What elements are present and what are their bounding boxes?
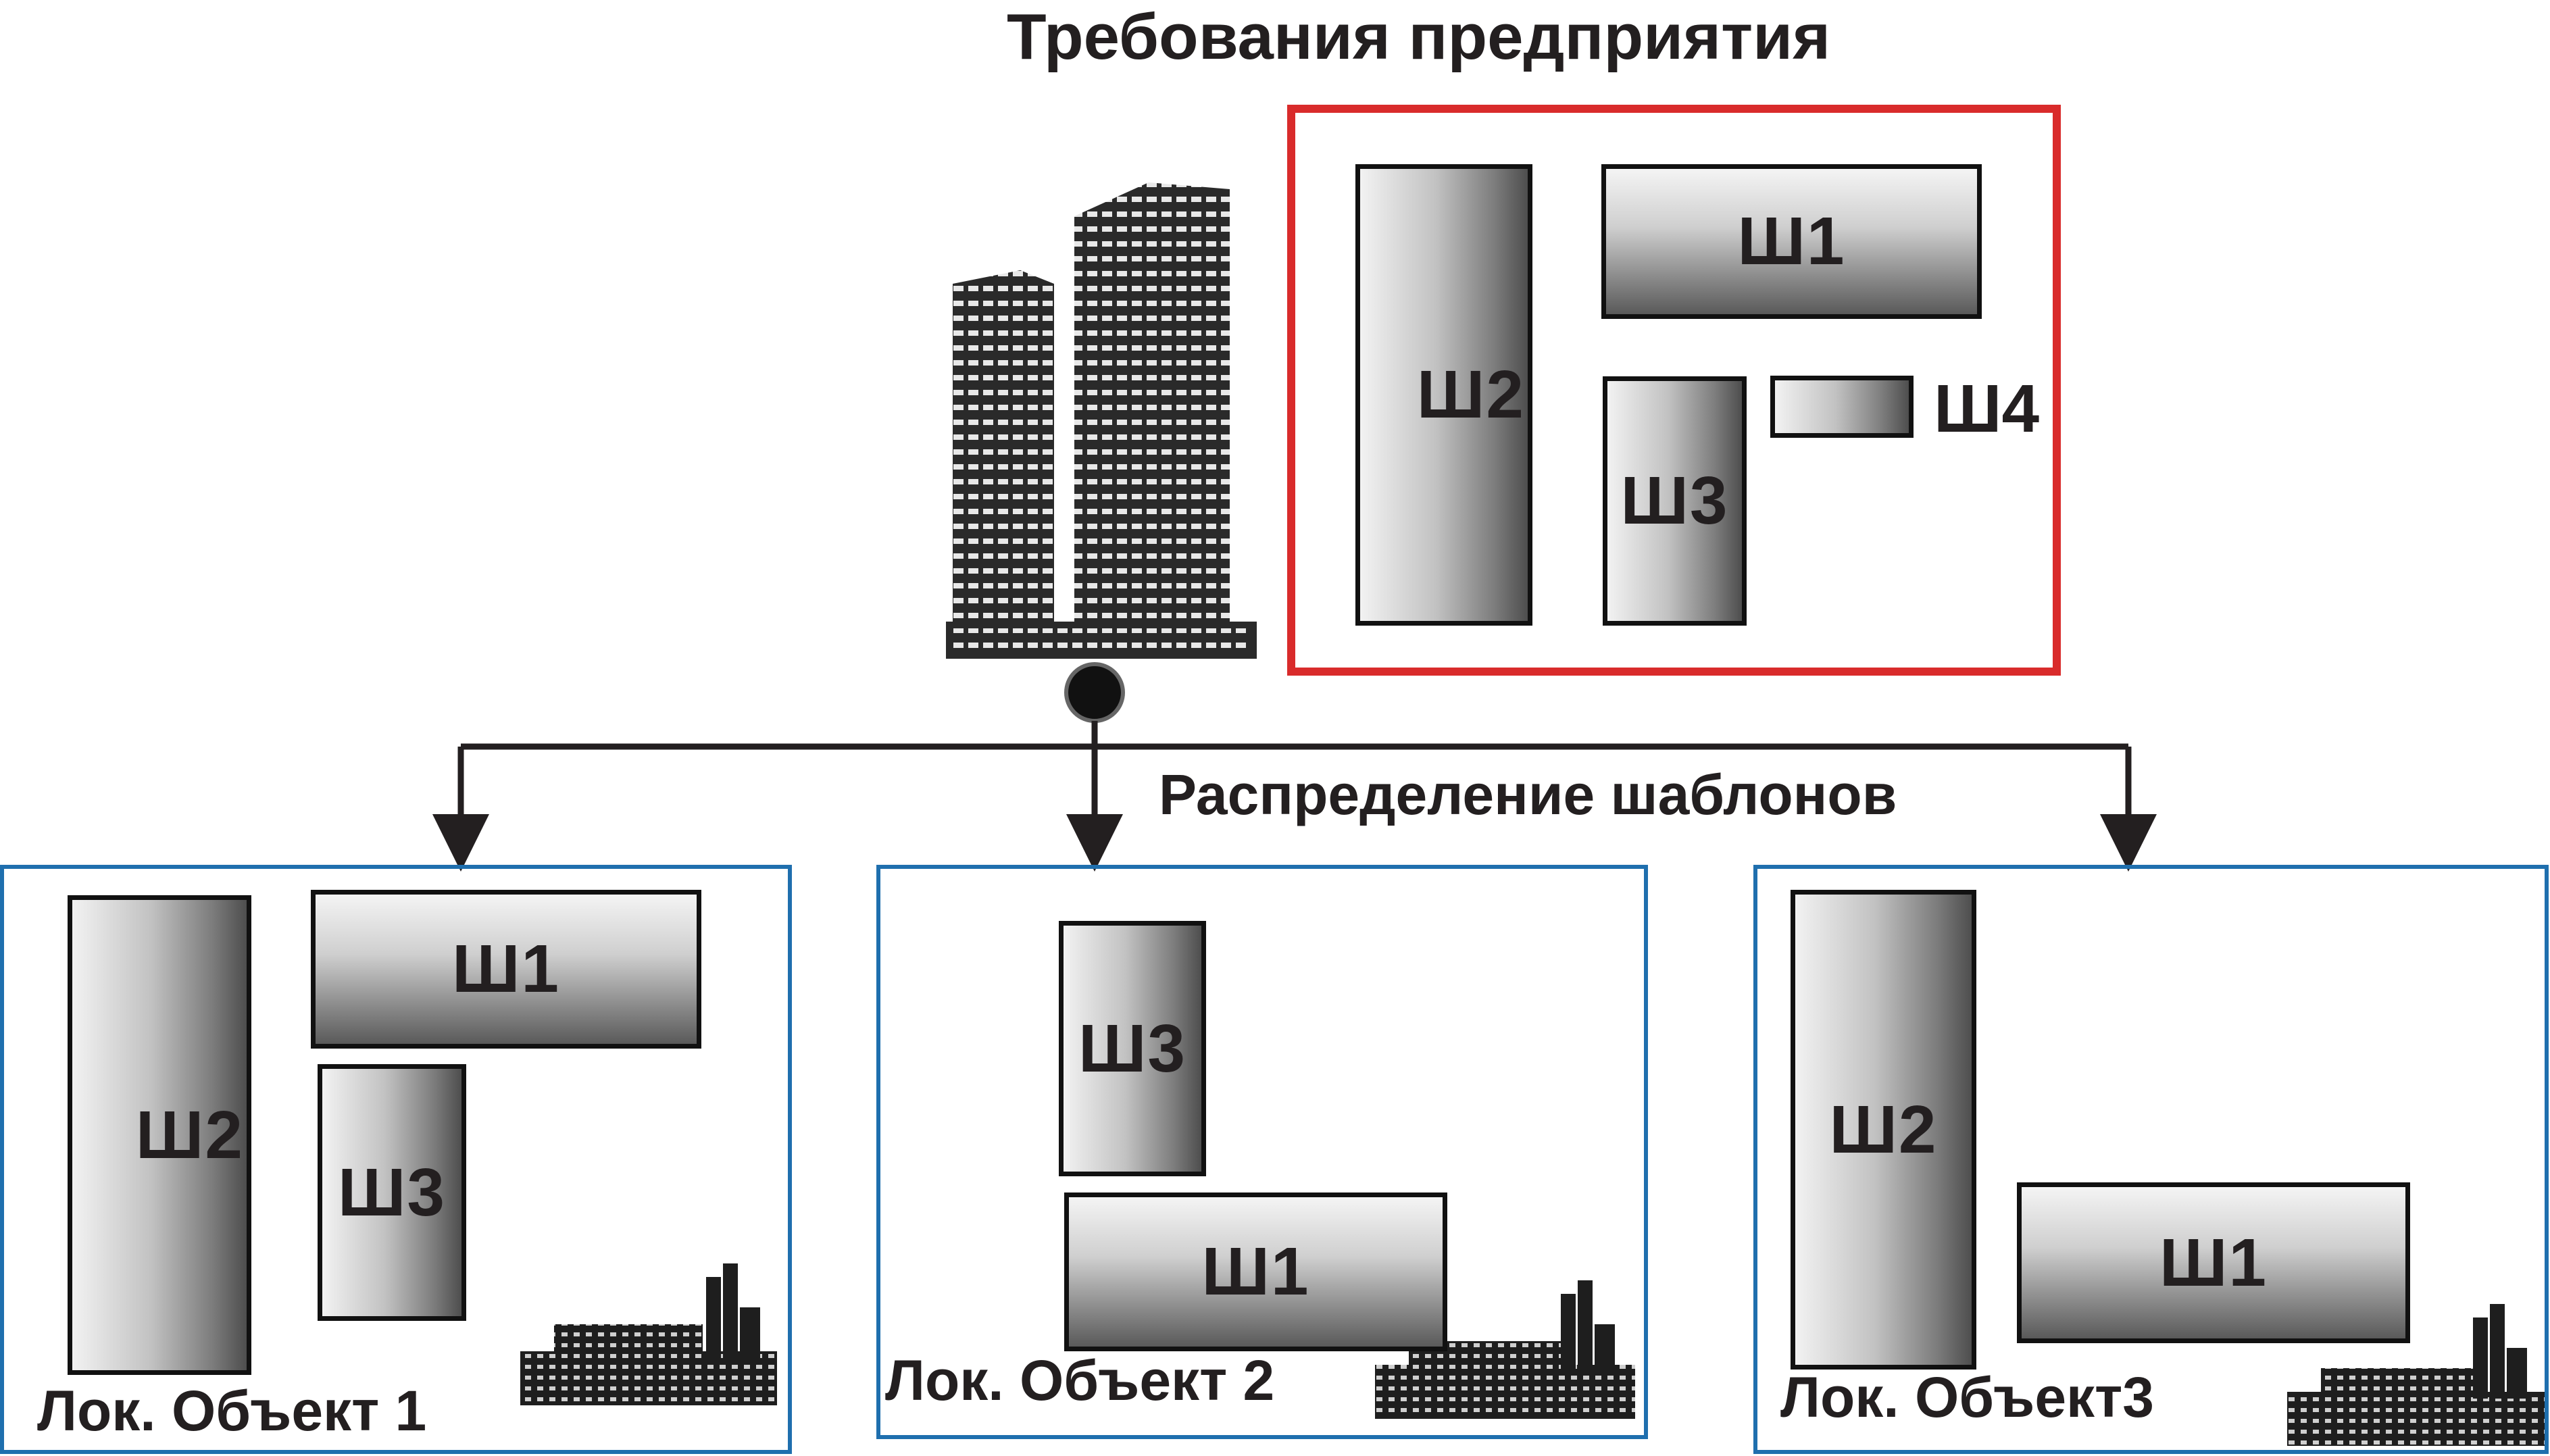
template-label: Ш3 [1620,463,1729,538]
root-node-icon [1064,662,1125,723]
local-object-label-1: Лок. Объект 1 [37,1379,427,1442]
arrow-down-icon [1066,814,1123,872]
office-building-icon [946,182,1257,659]
arrow-down-icon [432,814,489,872]
template-label: Ш1 [2159,1224,2268,1301]
template-label: Ш3 [337,1154,447,1230]
enterprise-template-t3: Ш3 [1603,376,1747,626]
template-label: Ш1 [1201,1234,1310,1309]
local-object-label-2: Лок. Объект 2 [885,1349,1275,1412]
local-object-1-template-t1: Ш1 [311,890,701,1049]
local-object-2-template-t1: Ш1 [1064,1193,1447,1351]
local-object-3-template-t2: Ш2 [1791,890,1976,1370]
local-object-frame-1 [0,865,792,1454]
local-object-3-template-t1: Ш1 [2017,1182,2410,1343]
enterprise-template-t4-label: Ш4 [1934,371,2040,447]
distribution-label: Распределение шаблонов [1159,763,1897,826]
template-label: Ш1 [451,931,561,1007]
local-object-1-template-t2: Ш2 [68,895,251,1375]
local-object-frame-2 [876,865,1648,1439]
local-object-frame-3 [1753,865,2549,1454]
enterprise-template-t1: Ш1 [1601,164,1982,319]
arrow-down-icon [2100,814,2157,872]
local-object-1-template-t3: Ш3 [318,1064,466,1321]
template-label: Ш1 [1737,203,1846,279]
enterprise-requirements-frame [1287,105,2061,676]
factory-icon [2287,1304,2547,1446]
diagram-title: Требования предприятия [1007,1,1831,73]
local-object-label-3: Лок. Объект3 [1780,1365,2154,1429]
template-label: Ш2 [1416,357,1525,432]
template-label: Ш2 [135,1097,244,1173]
template-label: Ш2 [1829,1091,1938,1168]
distribution-arrowheads [432,814,2157,872]
enterprise-template-t2: Ш2 [1355,164,1532,626]
factory-icon [520,1263,777,1405]
enterprise-template-t4 [1770,376,1914,438]
local-object-2-template-t3: Ш3 [1059,921,1206,1176]
template-label: Ш3 [1078,1010,1187,1086]
